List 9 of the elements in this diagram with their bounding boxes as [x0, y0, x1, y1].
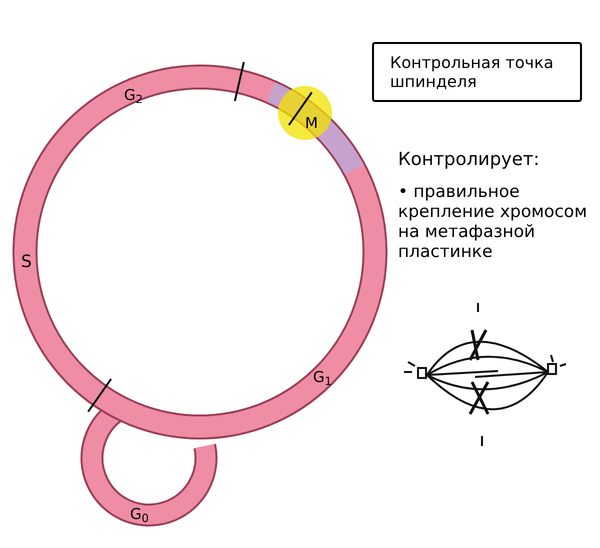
bullet-text: • правильное крепление хромосом на метафазной пластинке	[398, 182, 588, 262]
phase-label: G$_{1}$	[313, 367, 332, 388]
callout-box	[372, 42, 582, 102]
phase-label: S	[21, 251, 32, 274]
phase-label: G$_{0}$	[130, 504, 149, 526]
callout-text: Контрольная точка шпинделя	[390, 53, 555, 91]
heading-text: Контролирует:	[398, 148, 540, 172]
phase-label: G$_{2}$	[124, 85, 143, 106]
phase-label: M	[305, 113, 318, 134]
